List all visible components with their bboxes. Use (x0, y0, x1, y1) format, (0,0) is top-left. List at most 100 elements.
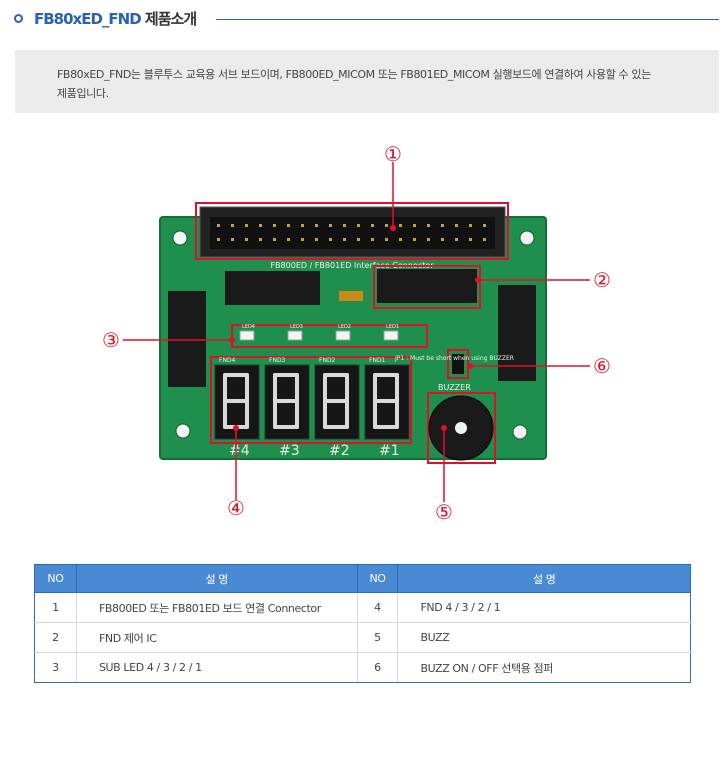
callout-dot (390, 225, 396, 231)
connector-pin (427, 238, 430, 241)
connector-pin (245, 238, 248, 241)
connector-pin (483, 224, 486, 227)
connector-pin (315, 238, 318, 241)
connector-pin (217, 224, 220, 227)
table-row: 3 SUB LED 4 / 3 / 2 / 1 6 BUZZ ON / OFF … (34, 652, 691, 683)
callout-2: ② (593, 268, 611, 292)
connector-pin (413, 224, 416, 227)
ic-chip (225, 271, 320, 305)
intro-line-2: 제품입니다. (57, 87, 109, 100)
connector-socket (210, 217, 495, 249)
callout-dot (441, 425, 447, 431)
jumper-note: JP1 : Must be short when using BUZZER (394, 355, 514, 362)
connector-frame (195, 202, 509, 260)
fnd-number: #4 (229, 443, 250, 459)
connector-pin (371, 238, 374, 241)
led-label: LED1 (386, 324, 399, 330)
callout-dot (467, 363, 473, 369)
connector-pin (259, 224, 262, 227)
connector-pin (259, 238, 262, 241)
board-illustration: FB800ED / FB801ED Interface Connector LE… (102, 142, 611, 524)
connector-silkscreen: FB800ED / FB801ED Interface Connector (270, 261, 434, 270)
connector-pin (455, 224, 458, 227)
sub-led (287, 330, 303, 341)
connector-pin (469, 238, 472, 241)
connector-pin (357, 224, 360, 227)
callout-dot (475, 277, 481, 283)
connector-pin (399, 238, 402, 241)
board-figure: FB800ED / FB801ED Interface Connector LE… (0, 135, 725, 530)
led-label: LED4 (242, 324, 255, 330)
connector-pin (427, 224, 430, 227)
row-desc-left: FB800ED 또는 FB801ED 보드 연결 Connector (76, 592, 358, 623)
connector-pin (231, 224, 234, 227)
jumper (452, 354, 464, 374)
row-desc-left: SUB LED 4 / 3 / 2 / 1 (76, 652, 358, 683)
intro-line-1: FB80xED_FND는 블루투스 교육용 서브 보드이며, FB800ED_M… (57, 68, 651, 81)
connector-pin (273, 224, 276, 227)
fnd-number: #1 (379, 443, 400, 459)
resistor-network (498, 285, 536, 381)
mount-hole (175, 423, 191, 439)
callout-5: ⑤ (435, 500, 453, 524)
connector-pin (357, 238, 360, 241)
fnd-frame (210, 356, 412, 444)
callout-3: ③ (102, 328, 120, 352)
table-header-row: NO 설 명 NO 설 명 (34, 564, 691, 593)
connector-pin (413, 238, 416, 241)
header-no-left: NO (34, 564, 77, 593)
mount-hole (512, 424, 528, 440)
connector-pin (399, 224, 402, 227)
connector-pin (371, 224, 374, 227)
sub-led-frame (231, 324, 428, 348)
row-desc-right: BUZZ (397, 622, 691, 653)
fnd-number: #3 (279, 443, 300, 459)
led-label: LED2 (338, 324, 351, 330)
title-brand: FB80xED_FND (34, 10, 142, 28)
sub-led (335, 330, 351, 341)
connector-pin (385, 238, 388, 241)
connector-pin (329, 224, 332, 227)
ic-frame (373, 265, 481, 309)
connector-pin (301, 238, 304, 241)
fnd-label: FND1 (369, 357, 386, 364)
intro-box: FB80xED_FND는 블루투스 교육용 서브 보드이며, FB800ED_M… (15, 50, 719, 113)
header-desc-right: 설 명 (397, 564, 691, 593)
table-row: 1 FB800ED 또는 FB801ED 보드 연결 Connector 4 F… (34, 592, 691, 623)
buzzer-silkscreen: BUZZER (438, 383, 471, 392)
connector-pin (441, 224, 444, 227)
callout-dot (229, 337, 235, 343)
row-no-left: 3 (34, 652, 77, 683)
connector-pin (273, 238, 276, 241)
connector-pins (217, 224, 486, 241)
circle-bullet-icon (14, 14, 23, 23)
row-no-right: 6 (357, 652, 399, 683)
mount-hole (519, 230, 535, 246)
fnd-label: FND3 (269, 357, 286, 364)
connector-pin (385, 224, 388, 227)
callout-4: ④ (227, 496, 245, 520)
row-desc-left: FND 제어 IC (76, 622, 358, 653)
row-desc-right: BUZZ ON / OFF 선택용 점퍼 (397, 652, 691, 683)
connector-pin (469, 224, 472, 227)
connector-pin (483, 238, 486, 241)
connector-pin (245, 224, 248, 227)
connector-pin (301, 224, 304, 227)
header-no-right: NO (356, 564, 399, 593)
buzzer-hole (455, 422, 467, 434)
row-no-right: 5 (357, 622, 399, 653)
title-divider (216, 19, 719, 20)
fnd-label: FND4 (219, 357, 236, 364)
section-title: FB80xED_FND 제품소개 (14, 8, 719, 30)
sub-led (383, 330, 399, 341)
callout-dot (233, 425, 239, 431)
connector-pin (231, 238, 234, 241)
row-no-left: 1 (34, 592, 77, 623)
callout-1: ① (384, 142, 402, 166)
table-row: 2 FND 제어 IC 5 BUZZ (34, 622, 691, 653)
connector-pin (217, 238, 220, 241)
header-desc-left: 설 명 (75, 564, 358, 593)
fnd-control-ic (377, 269, 477, 303)
resistor-network (168, 291, 206, 387)
